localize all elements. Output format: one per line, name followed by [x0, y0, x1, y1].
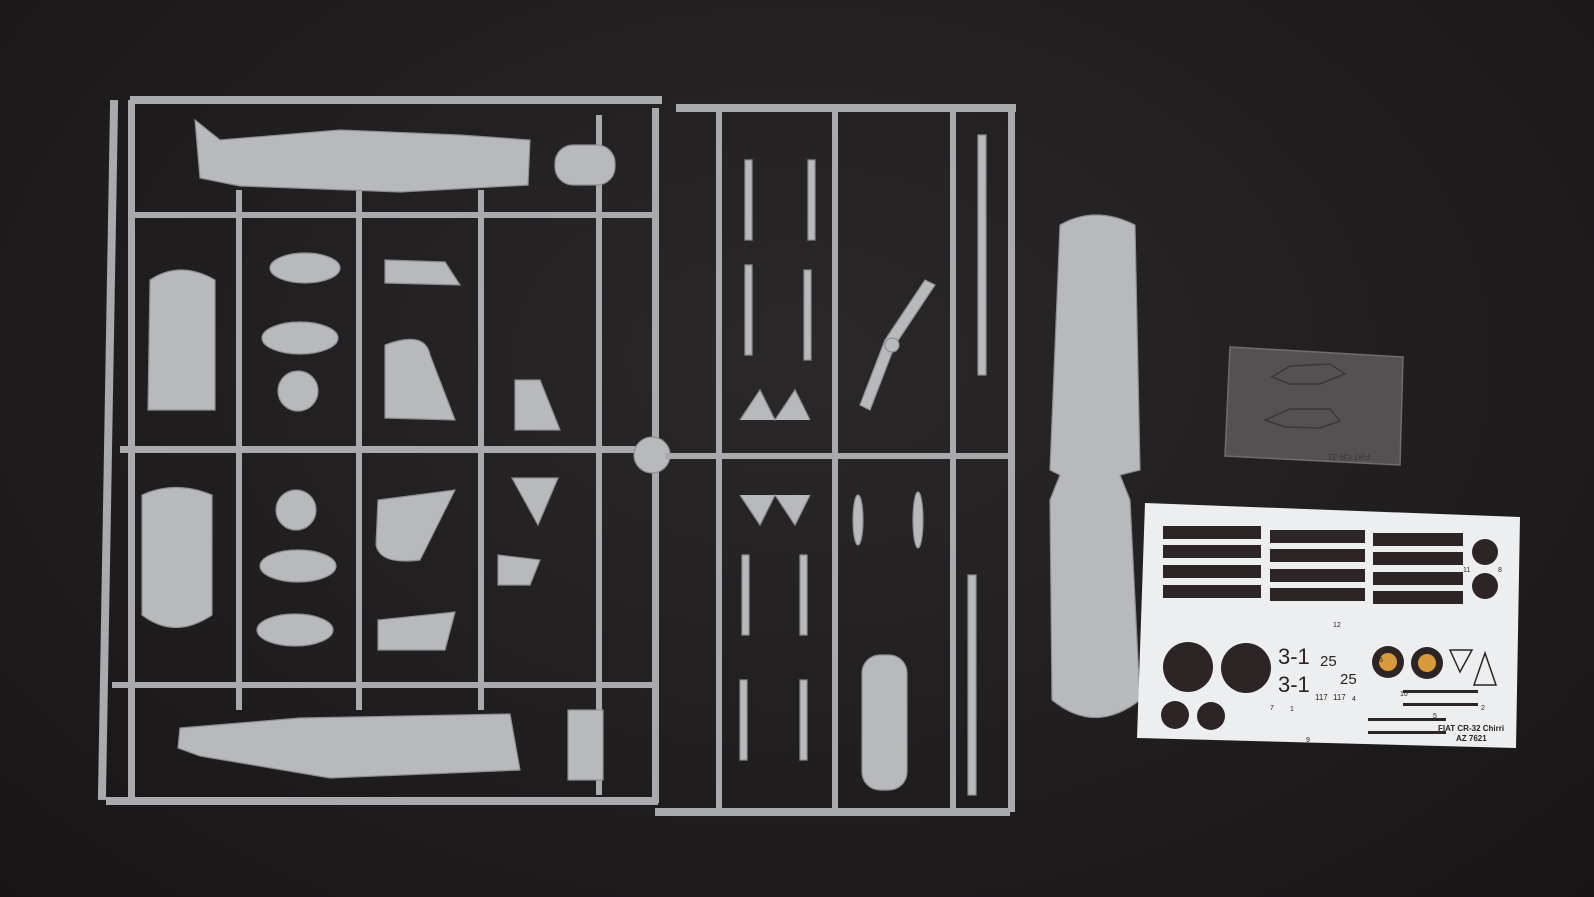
- roundel: [1221, 643, 1271, 693]
- decal-number: 10: [1400, 691, 1408, 698]
- decal-number: 4: [1352, 696, 1356, 703]
- decal-code: 3-1: [1278, 644, 1310, 669]
- decal-sheet: 3-1 3-1 25 25 117 117 1 2 3 4 5 6 7 8 9 …: [1137, 503, 1520, 748]
- wheel: [277, 370, 319, 412]
- upper-wing: [1049, 214, 1141, 718]
- clear-parts-sheet: FIAT CR-32: [1224, 346, 1404, 466]
- decal-code: 3-1: [1278, 672, 1310, 697]
- decal-number: 1: [1290, 706, 1294, 713]
- sprue-hub: [633, 436, 671, 474]
- decal-number: 2: [1481, 705, 1485, 712]
- wheel: [275, 489, 317, 531]
- decal-code: 25: [1320, 653, 1337, 670]
- wing-panel: [147, 269, 216, 411]
- clear-part-label: FIAT CR-32: [1328, 452, 1370, 461]
- decal-number: 6: [1379, 657, 1383, 664]
- decal-sheet-title: FIAT CR-32 Chirri: [1438, 724, 1504, 733]
- decal-number: 5: [1433, 713, 1437, 720]
- decal-code: 117: [1333, 693, 1346, 702]
- roundel: [1163, 642, 1213, 692]
- decal-number: 3: [1212, 703, 1216, 710]
- fuselage-half-bottom: [177, 713, 521, 779]
- wing-panel: [141, 486, 213, 628]
- decal-code: 25: [1340, 671, 1357, 688]
- fin: [375, 489, 457, 562]
- sprue-a: [97, 96, 671, 805]
- decal-number: 8: [1498, 567, 1502, 574]
- engine-cowl: [554, 144, 616, 186]
- fuselage-half-top: [194, 118, 531, 193]
- decal-number: 12: [1333, 622, 1341, 629]
- fin: [384, 338, 456, 421]
- decal-number: 7: [1270, 705, 1274, 712]
- engine-block: [861, 654, 908, 791]
- decal-number: 9: [1306, 737, 1310, 744]
- decal-sheet-code: AZ 7621: [1456, 734, 1487, 743]
- propeller: [859, 279, 936, 411]
- decal-number: 11: [1463, 567, 1470, 574]
- decal-code: 117: [1315, 693, 1328, 702]
- sprue-b: [655, 104, 1016, 816]
- rudder: [384, 259, 462, 286]
